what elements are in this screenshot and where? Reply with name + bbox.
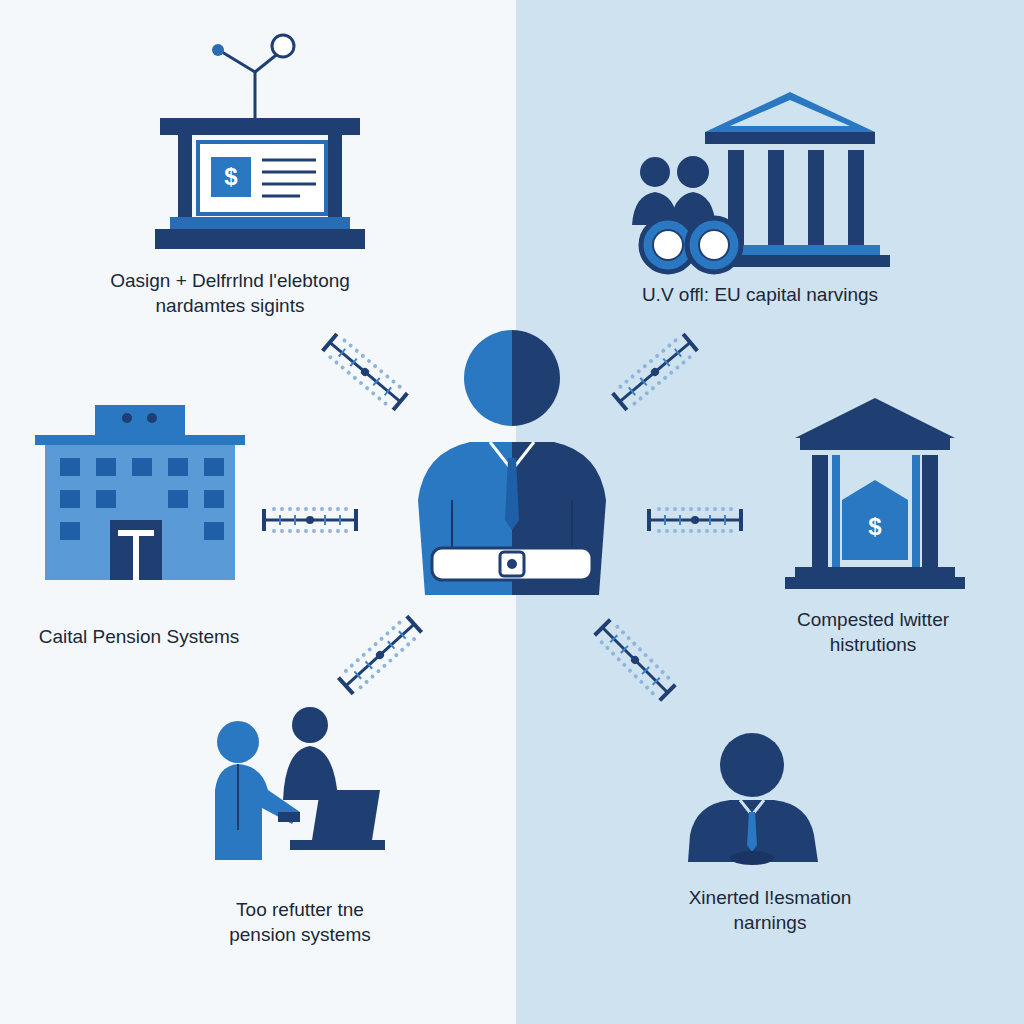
icon-node: Xinerted l!esmation narnings <box>655 730 885 935</box>
capital-bank-icon <box>632 92 890 272</box>
bank-icon <box>785 398 965 589</box>
currency-symbol: $ <box>868 513 881 541</box>
node-label: Oasign + Delfrrlnd l'elebtong nardamtes … <box>85 268 375 318</box>
node-label: U.V offl: EU capital narvings <box>642 282 878 307</box>
node-label: Too refutter tne pension systems <box>210 897 390 947</box>
person-icon <box>688 733 818 865</box>
node-label: Xinerted l!esmation narnings <box>668 885 873 935</box>
pension-building-icon <box>35 405 245 580</box>
icon-node: Oasign + Delfrrlnd l'elebtong nardamtes … <box>70 90 390 318</box>
podium-icon <box>155 35 365 249</box>
icon-node: Too refutter tne pension systems <box>190 715 410 947</box>
icon-node: Caital Pension Systems <box>8 400 270 649</box>
node-label: Caital Pension Systems <box>39 624 240 649</box>
currency-symbol: $ <box>224 163 237 191</box>
center-person <box>418 330 606 595</box>
icon-node: U.V offl: EU capital narvings <box>590 90 930 307</box>
people-laptop-icon <box>215 707 385 860</box>
node-label: Compested lwitter histrutions <box>773 607 973 657</box>
